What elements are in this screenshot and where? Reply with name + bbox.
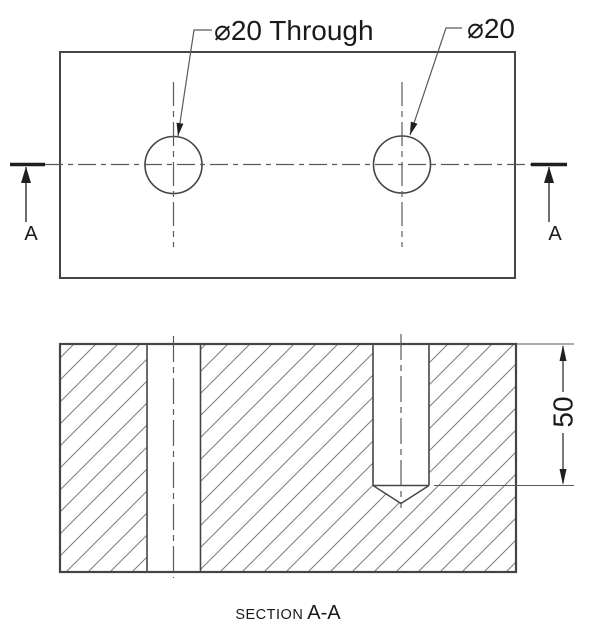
- depth-dimension: 50: [434, 343, 579, 487]
- callout-hole-right: ⌀20: [409, 13, 515, 136]
- hatch-region: [60, 344, 516, 572]
- depth-dimension-label: 50: [548, 396, 579, 427]
- dimension-arrowhead-top-icon: [559, 345, 567, 361]
- hole-right-callout-label: ⌀20: [467, 13, 515, 44]
- hole-left-callout-label: ⌀20 Through: [214, 15, 374, 46]
- callout-hole-left: ⌀20 Through: [176, 15, 374, 137]
- dimension-arrowhead-bottom-icon: [559, 469, 567, 485]
- leader-line-left: [177, 29, 212, 137]
- section-caption-prefix: SECTION: [235, 607, 303, 623]
- section-outline: [58, 342, 518, 574]
- section-caption-view: A-A: [307, 602, 341, 624]
- leader-line-right: [409, 27, 462, 136]
- section-arrow-left: A: [21, 166, 38, 245]
- section-arrow-right-label: A: [548, 223, 562, 245]
- section-arrow-right: A: [544, 166, 562, 245]
- section-arrow-left-label: A: [24, 223, 38, 245]
- section-arrow-left-head-icon: [21, 166, 31, 183]
- leader-arrowhead-right-icon: [410, 121, 418, 135]
- leader-arrowhead-left-icon: [176, 122, 184, 136]
- section-arrow-right-head-icon: [544, 166, 554, 183]
- top-view: A A ⌀20 Through ⌀20: [10, 13, 567, 279]
